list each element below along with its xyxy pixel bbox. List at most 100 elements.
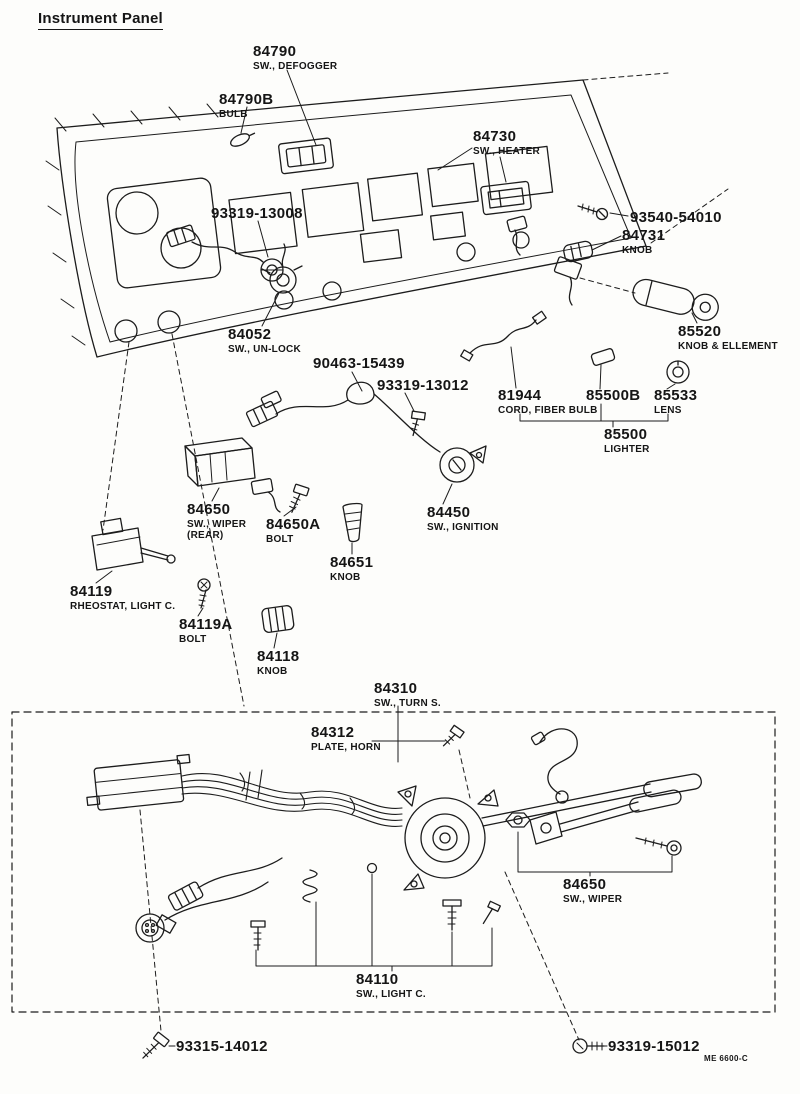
part-number: 84110 xyxy=(356,971,399,988)
small-fasteners-art xyxy=(250,862,501,951)
part-label-90463-15439: 90463-15439 xyxy=(313,355,405,373)
part-description: LIGHTER xyxy=(604,443,650,455)
part-label-85500: 85500 LIGHTER xyxy=(604,426,650,455)
defogger-switch-art xyxy=(278,137,334,175)
part-description: SW., WIPER xyxy=(563,893,623,905)
part-number: 81944 xyxy=(498,387,542,404)
part-number: 84651 xyxy=(330,554,374,571)
horn-plate-screw-art xyxy=(442,724,465,747)
wiper-switch-bottom-art xyxy=(505,789,682,856)
unlock-switch-art xyxy=(261,243,303,294)
part-label-84052: 84052 SW., UN-LOCK xyxy=(228,326,301,355)
part-description: KNOB xyxy=(330,571,361,583)
rear-wiper-switch-art xyxy=(184,437,281,513)
part-description: SW., WIPER xyxy=(187,518,247,530)
lower-connectors-art xyxy=(135,857,283,943)
part-label-84110: 84110 SW., LIGHT C. xyxy=(356,971,426,1000)
part-number: 84052 xyxy=(228,326,272,343)
dashboard-panel-art xyxy=(45,79,647,358)
part-label-93319-13008: 93319-13008 xyxy=(211,205,303,223)
part-label-84119A: 84119A BOLT xyxy=(179,616,233,645)
part-number: 84790 xyxy=(253,43,297,60)
part-label-85500B: 85500B xyxy=(586,387,641,405)
part-label-84450: 84450 SW., IGNITION xyxy=(427,504,499,533)
part-number: 90463-15439 xyxy=(313,355,405,372)
rear-wiper-bolt-art xyxy=(289,483,310,513)
bottom-boundary-box xyxy=(11,711,776,1013)
part-number: 84118 xyxy=(257,648,300,665)
part-label-85520: 85520 KNOB & ELLEMENT xyxy=(678,323,778,351)
part-description: SW., IGNITION xyxy=(427,521,499,533)
part-label-85533: 85533 LENS xyxy=(654,387,698,416)
part-number: 93319-13008 xyxy=(211,205,303,222)
part-label-93315-14012: 93315-14012 xyxy=(176,1038,268,1056)
part-label-84310: 84310 SW., TURN S. xyxy=(374,680,441,709)
ignition-switch-art xyxy=(439,445,487,483)
part-description: SW., UN-LOCK xyxy=(228,343,301,355)
horn-wire-art xyxy=(530,728,578,804)
part-description: RHEOSTAT, LIGHT C. xyxy=(70,600,176,612)
part-number: 84731 xyxy=(622,227,666,244)
part-number: 84730 xyxy=(473,128,517,145)
heater-screw-art xyxy=(577,203,609,221)
part-label-84790: 84790 SW., DEFOGGER xyxy=(253,43,338,72)
part-description: KNOB xyxy=(622,244,653,256)
part-number: 93540-54010 xyxy=(630,209,722,226)
part-label-84651: 84651 KNOB xyxy=(330,554,374,583)
lighter-ring-art xyxy=(666,360,690,384)
part-description: LENS xyxy=(654,404,682,416)
ignition-screw-art xyxy=(410,410,426,437)
harness-bundle-art xyxy=(181,769,403,827)
part-number: 93319-13012 xyxy=(377,377,469,394)
part-number: 84650A xyxy=(266,516,321,533)
bottom-left-screw-art xyxy=(142,1031,170,1059)
rheostat-bolt-art xyxy=(197,578,211,609)
part-label-84118: 84118 KNOB xyxy=(257,648,300,677)
part-label-84650A: 84650A BOLT xyxy=(266,516,321,545)
heater-switch-art xyxy=(480,180,532,256)
part-label-84650-rear: 84650 SW., WIPER (REAR) xyxy=(187,501,247,541)
part-number: 84310 xyxy=(374,680,418,697)
part-description: SW., DEFOGGER xyxy=(253,60,338,72)
part-number: 85533 xyxy=(654,387,698,404)
part-number: 93319-15012 xyxy=(608,1038,700,1055)
part-description: SW., TURN S. xyxy=(374,697,441,709)
plate-code: ME 6600-C xyxy=(704,1054,749,1063)
part-label-84312: 84312 PLATE, HORN xyxy=(311,724,381,752)
heater-knob-art xyxy=(563,240,594,263)
part-label-84731: 84731 KNOB xyxy=(622,227,666,256)
part-label-84119: 84119 RHEOSTAT, LIGHT C. xyxy=(70,583,176,612)
lighter-lens-art xyxy=(590,348,616,366)
part-label-93319-15012: 93319-15012 xyxy=(608,1038,700,1056)
flasher-relay-art xyxy=(86,753,191,811)
part-description: SW., LIGHT C. xyxy=(356,988,426,1000)
leader-lines xyxy=(95,69,698,1047)
part-description-line2: (REAR) xyxy=(187,529,224,541)
part-label-93319-13012: 93319-13012 xyxy=(377,377,469,395)
defogger-bulb-art xyxy=(230,132,256,147)
light-knob-art xyxy=(261,605,295,633)
page-title: Instrument Panel xyxy=(38,10,163,30)
part-number: 93315-14012 xyxy=(176,1038,268,1055)
lighter-plug-art xyxy=(553,256,583,306)
part-number: 84119A xyxy=(179,616,233,633)
part-number: 85520 xyxy=(678,323,722,340)
wiper-knob-art xyxy=(342,502,363,543)
part-label-84790B: 84790B BULB xyxy=(219,91,273,119)
part-description: BOLT xyxy=(266,533,294,545)
ignition-harness-art xyxy=(245,381,441,453)
part-label-93540-54010: 93540-54010 xyxy=(630,209,722,227)
part-number: 85500B xyxy=(586,387,641,404)
part-label-81944: 81944 CORD, FIBER BULB xyxy=(498,387,598,416)
part-description: CORD, FIBER BULB xyxy=(498,404,598,416)
part-number: 84450 xyxy=(427,504,471,521)
dashed-reference-lines xyxy=(102,72,729,1041)
part-description: BOLT xyxy=(179,633,207,645)
part-description: KNOB xyxy=(257,665,288,677)
part-number: 85500 xyxy=(604,426,648,443)
part-number: 84650 xyxy=(563,876,607,893)
fiber-cord-art xyxy=(460,310,547,362)
rheostat-art xyxy=(91,517,176,571)
